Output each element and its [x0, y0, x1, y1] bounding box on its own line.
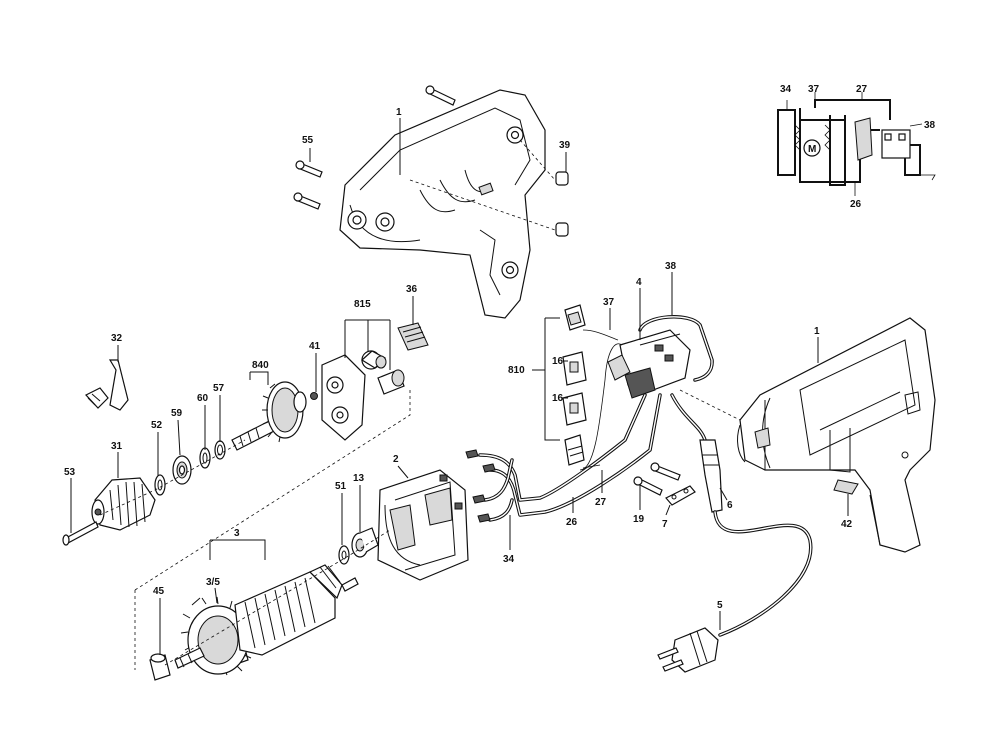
- label-part-5: 5: [717, 600, 723, 611]
- label-part-39: 39: [559, 140, 571, 151]
- label-part-19: 19: [633, 514, 645, 525]
- label-part-16-lower: 16: [552, 393, 564, 404]
- field-stator: [377, 469, 469, 581]
- label-part-32: 32: [111, 333, 123, 344]
- armature: [174, 564, 359, 676]
- part-labels: 1 55 39 815 36 32 840 41 60 57 59 52 31 …: [64, 107, 853, 611]
- label-part-16-upper: 16: [552, 356, 564, 367]
- switch: [607, 329, 691, 399]
- housing-screws: [293, 85, 456, 210]
- power-cord: [670, 393, 813, 637]
- label-part-53: 53: [64, 467, 76, 478]
- label-part-815: 815: [354, 299, 371, 310]
- leader-lines: [70, 118, 849, 655]
- bearing-45: [149, 653, 171, 681]
- label-part-7: 7: [662, 519, 668, 530]
- label-part-60: 60: [197, 393, 209, 404]
- switch-label-plate: [833, 479, 859, 495]
- schematic-label-37: 37: [808, 84, 820, 95]
- brush-holder-16-b: [562, 392, 587, 426]
- label-part-45: 45: [153, 586, 165, 597]
- schematic-label-27: 27: [856, 84, 868, 95]
- label-part-52: 52: [151, 420, 163, 431]
- label-part-840: 840: [252, 360, 269, 371]
- label-part-2: 2: [393, 454, 399, 465]
- schematic-label-34: 34: [780, 84, 792, 95]
- carbon-brush-upper: [564, 304, 586, 331]
- label-part-38: 38: [665, 261, 677, 272]
- label-part-1-housing: 1: [396, 107, 402, 118]
- grease-pad-36: [397, 322, 429, 351]
- label-part-1-drill: 1: [814, 326, 820, 337]
- schematic-motor-label: M: [808, 144, 816, 155]
- cord-clamp-screws: [633, 462, 681, 496]
- label-part-4: 4: [636, 277, 642, 288]
- label-part-810: 810: [508, 365, 525, 376]
- assembled-drill: [737, 317, 936, 553]
- label-part-34: 34: [503, 554, 515, 565]
- chuck-screw: [62, 521, 99, 546]
- label-part-3-5: 3/5: [206, 577, 220, 588]
- housing-half-left: [339, 89, 546, 319]
- schematic-label-38: 38: [924, 120, 936, 131]
- plug: [657, 627, 719, 673]
- housing-pins: [555, 171, 569, 237]
- schematic-label-26: 26: [850, 199, 862, 210]
- wiring-schematic: M 34 37 27 38 26: [777, 84, 936, 210]
- bushing-815-a: [361, 350, 387, 370]
- bearing-59: [172, 455, 192, 485]
- label-part-37: 37: [603, 297, 615, 308]
- label-part-26: 26: [566, 517, 578, 528]
- carbon-brush-lower: [564, 434, 585, 466]
- bushing-815-b: [377, 369, 405, 395]
- label-part-55: 55: [302, 135, 314, 146]
- drill-chuck: [91, 477, 156, 531]
- spindle-gear: [231, 381, 307, 451]
- cord-clamp-7: [665, 485, 696, 506]
- label-part-42: 42: [841, 519, 853, 530]
- label-part-51: 51: [335, 481, 347, 492]
- washer-51: [338, 545, 350, 565]
- label-part-59: 59: [171, 408, 183, 419]
- chuck-key: [85, 359, 129, 411]
- label-part-27: 27: [595, 497, 607, 508]
- gear-housing: [321, 354, 366, 441]
- brush-holder-16-a: [562, 351, 587, 386]
- wire-bundle: [465, 329, 662, 523]
- suppressor-38: [638, 315, 714, 382]
- label-part-31: 31: [111, 441, 123, 452]
- label-part-13: 13: [353, 473, 365, 484]
- bearing-13: [351, 527, 379, 558]
- label-part-6: 6: [727, 500, 733, 511]
- ring-52: [154, 474, 166, 496]
- ring-57: [214, 440, 226, 460]
- label-part-3: 3: [234, 528, 240, 539]
- washer-60: [199, 447, 211, 469]
- label-part-41: 41: [309, 341, 321, 352]
- label-part-36: 36: [406, 284, 418, 295]
- ball-41: [310, 392, 318, 400]
- label-part-57: 57: [213, 383, 225, 394]
